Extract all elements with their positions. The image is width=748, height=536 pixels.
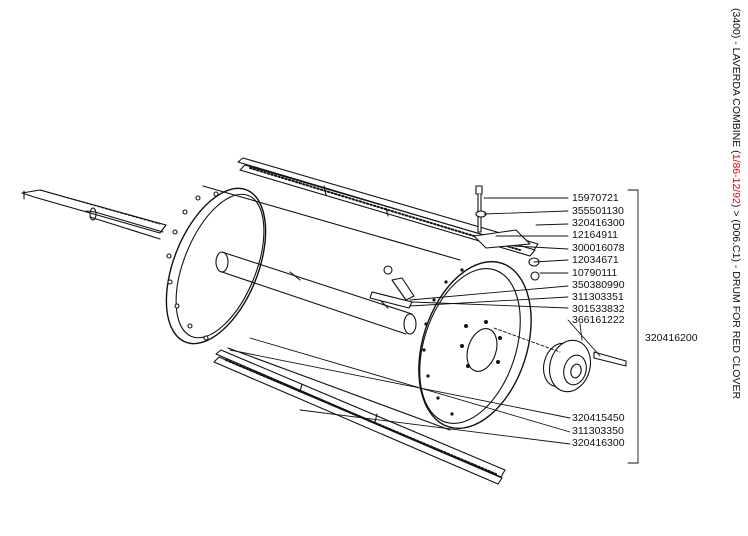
part-label: 10790111 [572, 267, 618, 279]
part-label: 12164911 [572, 229, 618, 241]
part-label: 12034671 [572, 254, 619, 266]
part-label: 355501130 [572, 205, 624, 217]
part-label: 311303351 [572, 291, 624, 303]
part-label: 320416300 [572, 437, 625, 449]
part-label: 15970721 [572, 192, 619, 204]
assembly-part-label: 320416200 [645, 332, 698, 344]
drum-hub [542, 339, 627, 393]
right-drum-disc [418, 260, 532, 430]
main-shaft [21, 189, 167, 240]
leader-lines [229, 189, 639, 464]
part-label: 320415450 [572, 412, 625, 424]
part-label: 311303350 [572, 425, 624, 437]
drum-outline-top [202, 185, 461, 261]
part-label: 366161222 [572, 314, 625, 326]
part-label: 320416300 [572, 217, 625, 229]
inner-shaft-tube [215, 251, 417, 335]
part-label: 350380990 [572, 279, 625, 291]
fastener-hardware [383, 185, 540, 301]
part-label: 301533832 [572, 303, 625, 315]
bottom-rasp-bar [213, 349, 506, 485]
drum-outline-bottom [227, 347, 451, 431]
part-label: 300016078 [572, 242, 625, 254]
